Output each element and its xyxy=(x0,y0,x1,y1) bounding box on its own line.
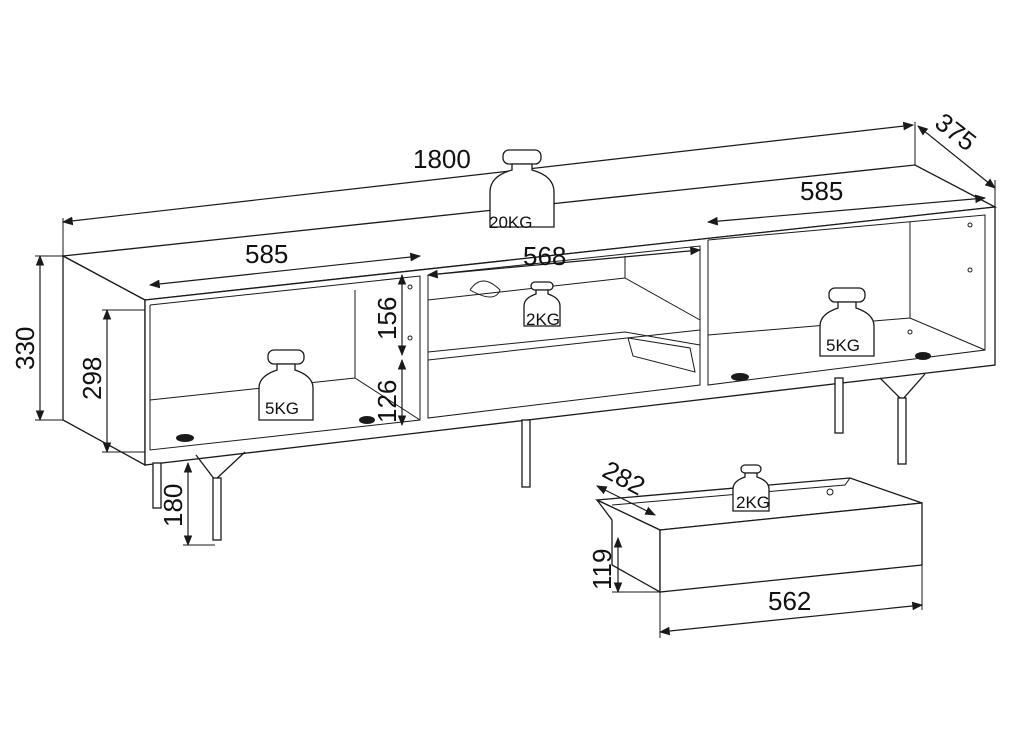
dim-depth: 375 xyxy=(929,107,982,157)
weight-icon-drawer: 2KG xyxy=(732,464,770,512)
weight-label-drawer: 2KG xyxy=(736,493,770,512)
dim-drawer-width: 562 xyxy=(768,586,811,616)
dim-total-width: 1800 xyxy=(413,144,471,174)
weight-icon-left: 5KG xyxy=(258,349,314,421)
dim-leg-height: 180 xyxy=(158,484,188,527)
dim-drawer-depth: 282 xyxy=(598,454,650,501)
weight-icon-right: 5KG xyxy=(819,287,875,357)
weight-icon-top: 20KG xyxy=(489,149,555,232)
dim-middle-width: 568 xyxy=(523,241,566,271)
dim-total-height: 330 xyxy=(10,327,40,370)
weight-label-top: 20KG xyxy=(489,213,532,232)
dim-right-width: 585 xyxy=(800,176,843,206)
weight-label-left: 5KG xyxy=(265,399,299,418)
weight-icon-middle: 2KG xyxy=(523,281,561,329)
dim-upper-shelf: 156 xyxy=(372,297,402,340)
weight-label-right: 5KG xyxy=(826,336,860,355)
dim-drawer-height: 119 xyxy=(587,549,617,590)
dim-left-width: 585 xyxy=(245,239,288,269)
weight-label-middle: 2KG xyxy=(526,310,560,329)
legs xyxy=(152,373,926,541)
dim-lower-shelf: 126 xyxy=(372,380,402,423)
dim-inner-height: 298 xyxy=(77,357,107,400)
dimension-lines xyxy=(35,121,996,638)
hinge-icons xyxy=(176,352,931,442)
